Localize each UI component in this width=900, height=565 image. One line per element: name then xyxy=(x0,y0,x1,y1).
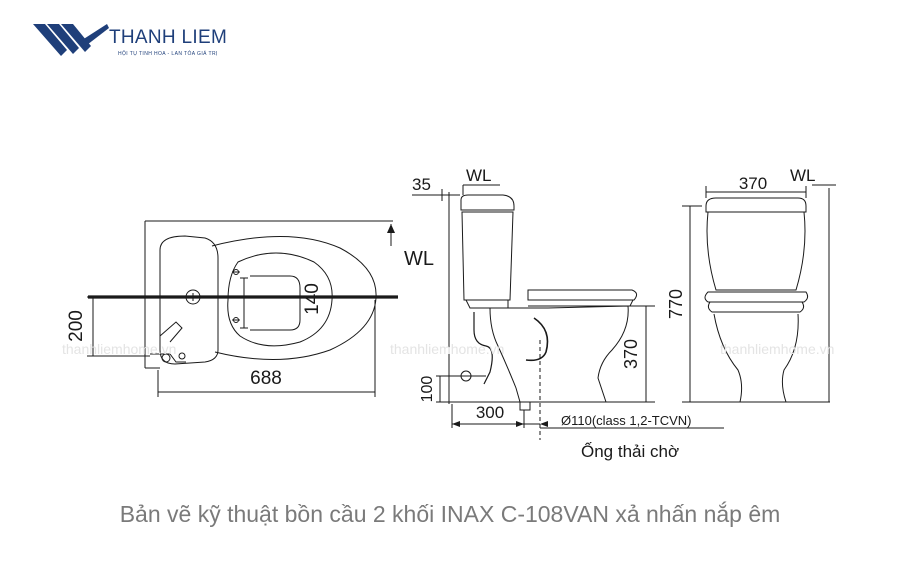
side-wl-label: WL xyxy=(466,166,492,185)
front-dimensions xyxy=(682,184,836,403)
plan-dim-140: 140 xyxy=(302,283,323,315)
plan-dim-688: 688 xyxy=(250,368,282,389)
side-dim-370: 370 xyxy=(621,339,641,369)
pipe-spec-label: Ø110(class 1,2-TCVN) xyxy=(561,413,692,428)
watermark-front: thanhliemhome.vn xyxy=(720,341,834,357)
plan-view xyxy=(88,220,398,369)
pipe-name-label: Ống thải chờ xyxy=(581,441,679,461)
side-dim-100: 100 xyxy=(419,376,436,403)
plan-dimensions xyxy=(87,277,376,397)
side-dim-300: 300 xyxy=(476,403,504,422)
front-wl-label: WL xyxy=(790,166,816,185)
drawing-caption: Bản vẽ kỹ thuật bồn cầu 2 khối INAX C-10… xyxy=(119,501,781,527)
brand-logo-icon xyxy=(33,24,109,56)
plan-wl-label: WL xyxy=(404,248,434,270)
front-view xyxy=(690,188,830,403)
watermark-side: thanhliemhome.vn xyxy=(390,341,504,357)
brand-slogan: HỘI TỤ TINH HOA - LAN TỎA GIÁ TRỊ xyxy=(118,51,218,57)
brand-name: THANH LIEM xyxy=(109,27,228,48)
plan-dim-200: 200 xyxy=(66,310,87,342)
side-dim-35: 35 xyxy=(412,175,431,194)
front-dim-770: 770 xyxy=(666,289,686,319)
watermark-plan: thanhliemhome.vn xyxy=(62,341,176,357)
front-dim-370: 370 xyxy=(739,174,767,193)
